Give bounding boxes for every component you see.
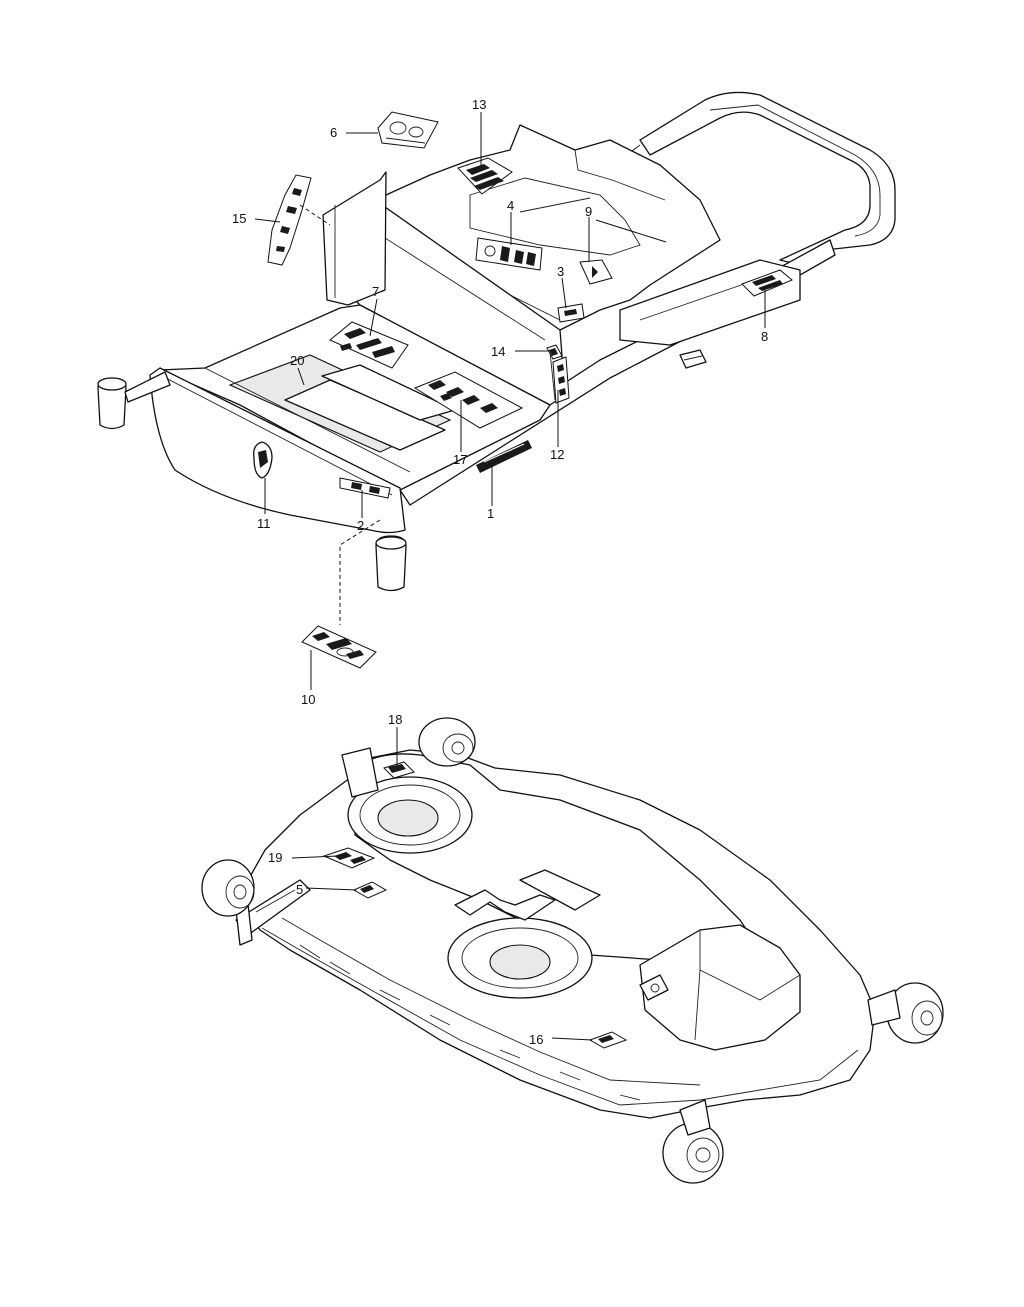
- callout-20: 20: [290, 353, 304, 368]
- decal-10: [301, 625, 377, 669]
- callout-2: 2: [357, 518, 364, 533]
- callout-11: 11: [257, 516, 271, 531]
- callout-13: 13: [472, 97, 486, 112]
- wheel-front-left: [201, 859, 255, 917]
- decal-12: [552, 356, 570, 404]
- decal-5: [352, 881, 388, 899]
- decal-11-logo: [253, 441, 273, 479]
- callout-7: 7: [372, 284, 379, 299]
- decal-9: [579, 259, 613, 285]
- mower-deck: [235, 747, 876, 1119]
- decal-1: [476, 440, 532, 473]
- decal-19: [322, 847, 376, 869]
- callout-4: 4: [507, 198, 514, 213]
- callout-10: 10: [301, 692, 315, 707]
- callouts: 1 2 3 4 5 6 7 8 9 10 11 12 13 14 15 16 1…: [232, 97, 768, 1047]
- anti-scalp-wheels: [201, 717, 944, 1184]
- decal-13: [457, 157, 513, 195]
- decal-6: [377, 111, 439, 149]
- callout-16: 16: [529, 1032, 543, 1047]
- decal-3: [557, 303, 585, 323]
- callout-8: 8: [761, 329, 768, 344]
- decal-17: [413, 371, 524, 429]
- callout-9: 9: [585, 204, 592, 219]
- belt-shield: [639, 924, 801, 1051]
- front-bumper: [149, 367, 406, 534]
- wheel-rear-left: [418, 717, 476, 767]
- decal-15: [267, 174, 312, 266]
- left-upright-plate: [322, 171, 387, 306]
- callout-3: 3: [557, 264, 564, 279]
- callout-12: 12: [550, 447, 564, 462]
- callout-1: 1: [487, 506, 494, 521]
- decal-4: [475, 237, 543, 271]
- callout-15: 15: [232, 211, 246, 226]
- decal-2: [339, 477, 391, 499]
- callout-19: 19: [268, 850, 282, 865]
- decal-7: [329, 321, 409, 369]
- callout-17: 17: [453, 452, 467, 467]
- callout-5: 5: [296, 882, 303, 897]
- leader-lines: [254, 112, 766, 1041]
- wheel-rear-right: [867, 982, 944, 1044]
- callout-14: 14: [491, 344, 505, 359]
- callout-6: 6: [330, 125, 337, 140]
- wheel-front-right: [662, 1099, 724, 1184]
- decal-16: [588, 1031, 628, 1049]
- decal-14: [546, 344, 563, 360]
- callout-18: 18: [388, 712, 402, 727]
- decal-8: [741, 269, 793, 297]
